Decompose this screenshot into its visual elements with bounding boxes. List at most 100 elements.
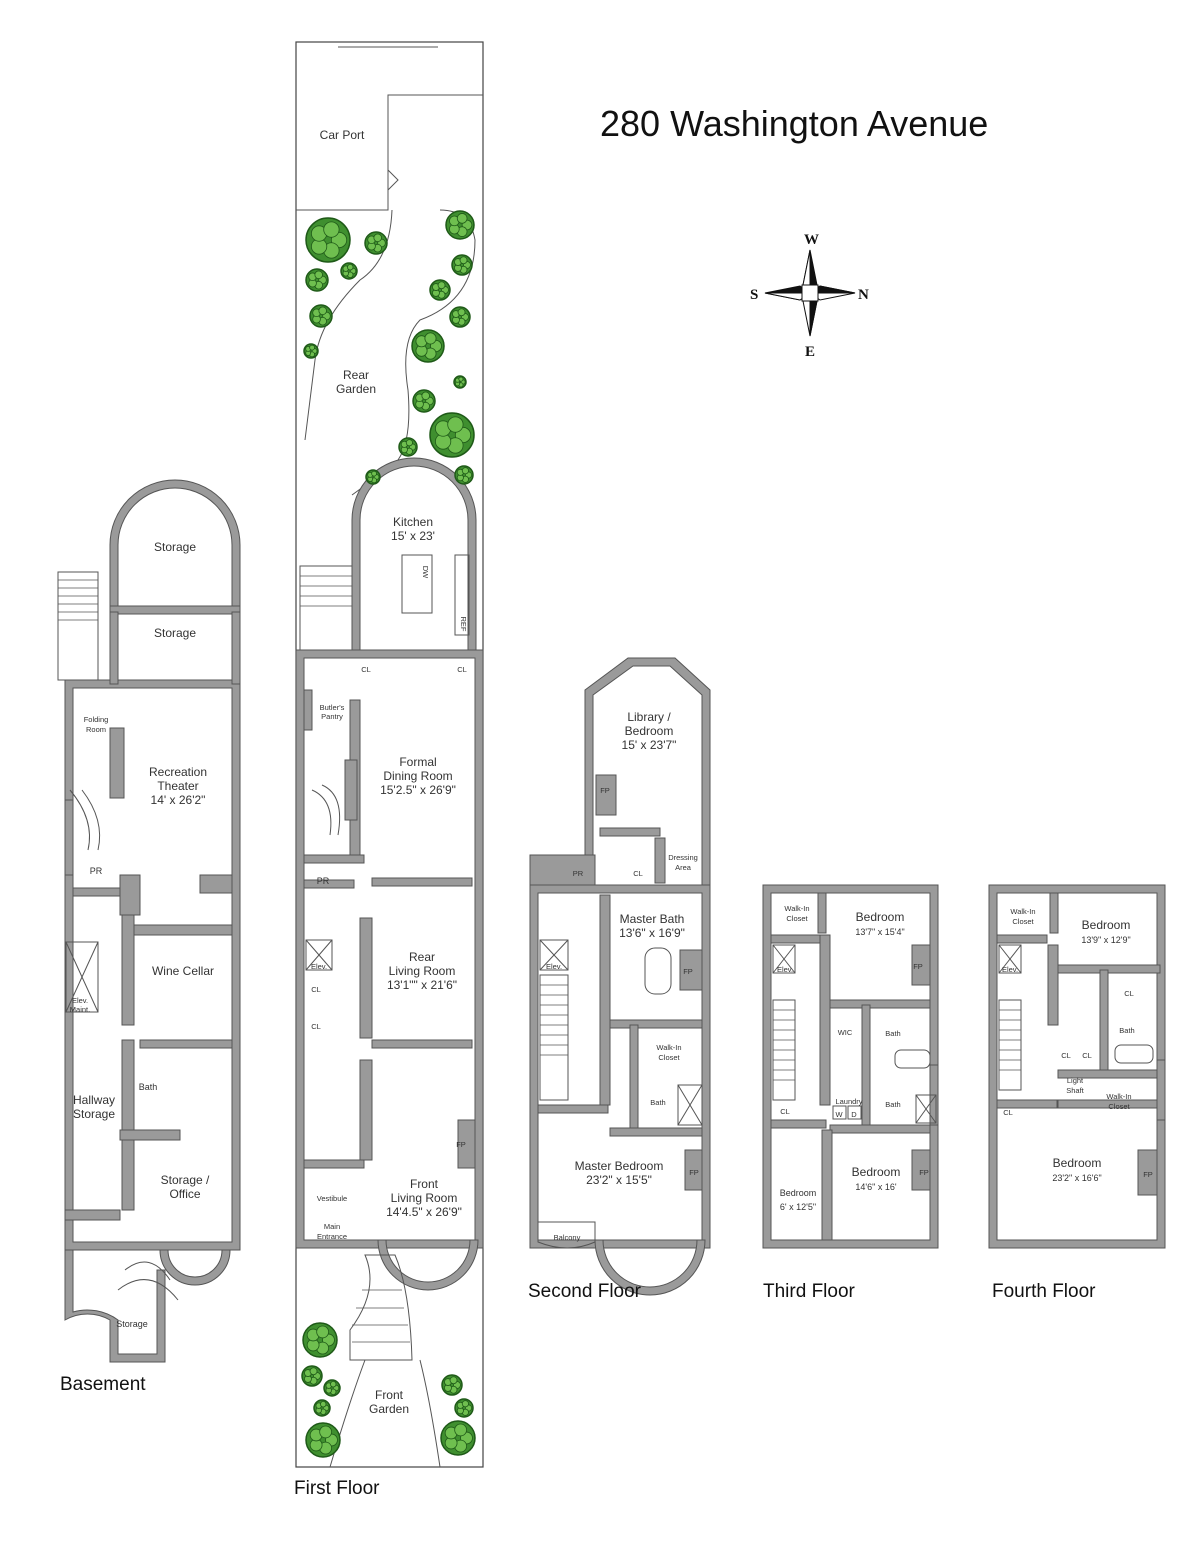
tree-icon	[454, 1398, 474, 1418]
fourth-fireplace-label: FP	[1143, 1170, 1153, 1179]
basement-floor-label: Basement	[60, 1374, 146, 1395]
second-cl-label: CL	[633, 869, 643, 878]
first-cl-1-label: CL	[361, 665, 371, 674]
tree-icon	[398, 437, 418, 457]
compass-rose-icon: W S N E	[750, 232, 869, 360]
tree-icon	[340, 262, 358, 280]
washer-label: W	[835, 1110, 843, 1119]
third-bath-1-label: Bath	[885, 1029, 900, 1038]
tree-icon	[303, 343, 319, 359]
rear-living-label-1: Rear	[409, 950, 435, 964]
rear-garden-label-2: Garden	[336, 382, 376, 396]
front-garden-label-1: Front	[375, 1388, 404, 1402]
kitchen-label: Kitchen	[393, 515, 433, 529]
fourth-cl-1-label: CL	[1124, 989, 1134, 998]
folding-room-label-2: Room	[86, 725, 106, 734]
second-fireplace-1-label: FP	[600, 786, 610, 795]
kitchen-dimensions: 15' x 23'	[391, 529, 435, 543]
basement-storage-bottom-label: Storage	[116, 1319, 148, 1329]
dressing-area-label-2: Area	[675, 863, 692, 872]
tree-icon	[412, 389, 436, 413]
second-elev-label: Elev.	[546, 962, 562, 971]
hallway-storage-label-2: Storage	[73, 1107, 115, 1121]
third-bedroom-1-label: Bedroom	[856, 910, 905, 924]
third-bedroom-3-dimensions: 14'6" x 16'	[855, 1182, 896, 1192]
tree-icon	[302, 1322, 338, 1358]
tree-icon	[305, 217, 351, 263]
tree-icon	[305, 268, 329, 292]
tree-icon	[301, 1365, 323, 1387]
first-cl-4-label: CL	[311, 1022, 321, 1031]
fourth-cl-2-label: CL	[1061, 1051, 1071, 1060]
tree-icon	[429, 412, 475, 458]
tree-icon	[445, 210, 475, 240]
second-fireplace-2-label: FP	[683, 967, 693, 976]
fourth-bedroom-2-label: Bedroom	[1053, 1156, 1102, 1170]
third-walk-in-closet-label-1: Walk-In	[784, 904, 809, 913]
dishwasher-label: DW	[421, 566, 430, 579]
laundry-label: Laundry	[835, 1097, 862, 1106]
car-port-label: Car Port	[320, 128, 365, 142]
tree-icon	[313, 1399, 331, 1417]
master-bath-label: Master Bath	[620, 912, 685, 926]
third-elev-label: Elev.	[777, 965, 793, 974]
fourth-bedroom-2-dimensions: 23'2" x 16'6"	[1052, 1173, 1101, 1183]
storage-office-label-1: Storage /	[161, 1173, 210, 1187]
fourth-walk-in-closet-2-label-1: Walk-In	[1106, 1092, 1131, 1101]
balcony-label: Balcony	[554, 1233, 581, 1242]
folding-room-label-1: Folding	[84, 715, 109, 724]
compass-east-label: E	[805, 344, 815, 360]
butlers-pantry-label-2: Pantry	[321, 712, 343, 721]
first-floor-label: First Floor	[294, 1478, 380, 1499]
fourth-floor-plan: Walk-In Closet Bedroom 13'9" x 12'9" Ele…	[988, 884, 1166, 1302]
third-cl-label: CL	[780, 1107, 790, 1116]
second-fireplace-3-label: FP	[689, 1168, 699, 1177]
tree-icon	[453, 375, 467, 389]
tree-icon	[441, 1374, 463, 1396]
fourth-floor-label: Fourth Floor	[992, 1281, 1096, 1302]
third-fireplace-1-label: FP	[913, 962, 923, 971]
front-living-dimensions: 14'4.5" x 26'9"	[386, 1205, 462, 1219]
first-elev-label: Elev.	[311, 962, 327, 971]
elev-maint-label-1: Elev.	[72, 996, 88, 1005]
fourth-cl-3-label: CL	[1082, 1051, 1092, 1060]
light-shaft-label-2: Shaft	[1066, 1086, 1084, 1095]
front-garden-label-2: Garden	[369, 1402, 409, 1416]
fourth-bedroom-1-label: Bedroom	[1082, 918, 1131, 932]
library-label-1: Library /	[627, 710, 671, 724]
third-bedroom-3-label: Bedroom	[852, 1165, 901, 1179]
third-fireplace-2-label: FP	[919, 1168, 929, 1177]
compass-south-label: S	[750, 287, 758, 303]
third-bedroom-2-dimensions: 6' x 12'5"	[780, 1202, 816, 1212]
main-entrance-label-1: Main	[324, 1222, 340, 1231]
second-floor-plan: Library / Bedroom 15' x 23'7" FP PR CL D…	[528, 657, 711, 1302]
dryer-label: D	[851, 1110, 857, 1119]
rear-living-label-2: Living Room	[389, 964, 456, 978]
fourth-walk-in-closet-1-label-2: Closet	[1012, 917, 1034, 926]
library-dimensions: 15' x 23'7"	[622, 738, 677, 752]
first-cl-3-label: CL	[311, 985, 321, 994]
second-floor-label: Second Floor	[528, 1281, 642, 1302]
fourth-bedroom-1-dimensions: 13'9" x 12'9"	[1081, 935, 1130, 945]
tree-icon	[429, 279, 451, 301]
tree-icon	[411, 329, 445, 363]
third-walk-in-closet-label-2: Closet	[786, 914, 808, 923]
tree-icon	[454, 465, 474, 485]
hallway-storage-label-1: Hallway	[73, 1093, 115, 1107]
formal-dining-label-1: Formal	[399, 755, 436, 769]
basement-storage-2-label: Storage	[154, 626, 196, 640]
third-bedroom-1-dimensions: 13'7" x 15'4"	[855, 927, 904, 937]
fourth-walk-in-closet-2-label-2: Closet	[1108, 1102, 1130, 1111]
compass-north-label: N	[858, 287, 869, 303]
storage-office-label-2: Office	[169, 1187, 200, 1201]
front-living-label-2: Living Room	[391, 1191, 458, 1205]
recreation-theater-label-2: Theater	[157, 779, 198, 793]
tree-icon	[365, 469, 381, 485]
compass-west-label: W	[804, 232, 819, 248]
butlers-pantry-label-1: Butler's	[320, 703, 345, 712]
second-bath-label: Bath	[650, 1098, 665, 1107]
formal-dining-label-2: Dining Room	[383, 769, 452, 783]
fourth-elev-label: Elev.	[1002, 965, 1018, 974]
